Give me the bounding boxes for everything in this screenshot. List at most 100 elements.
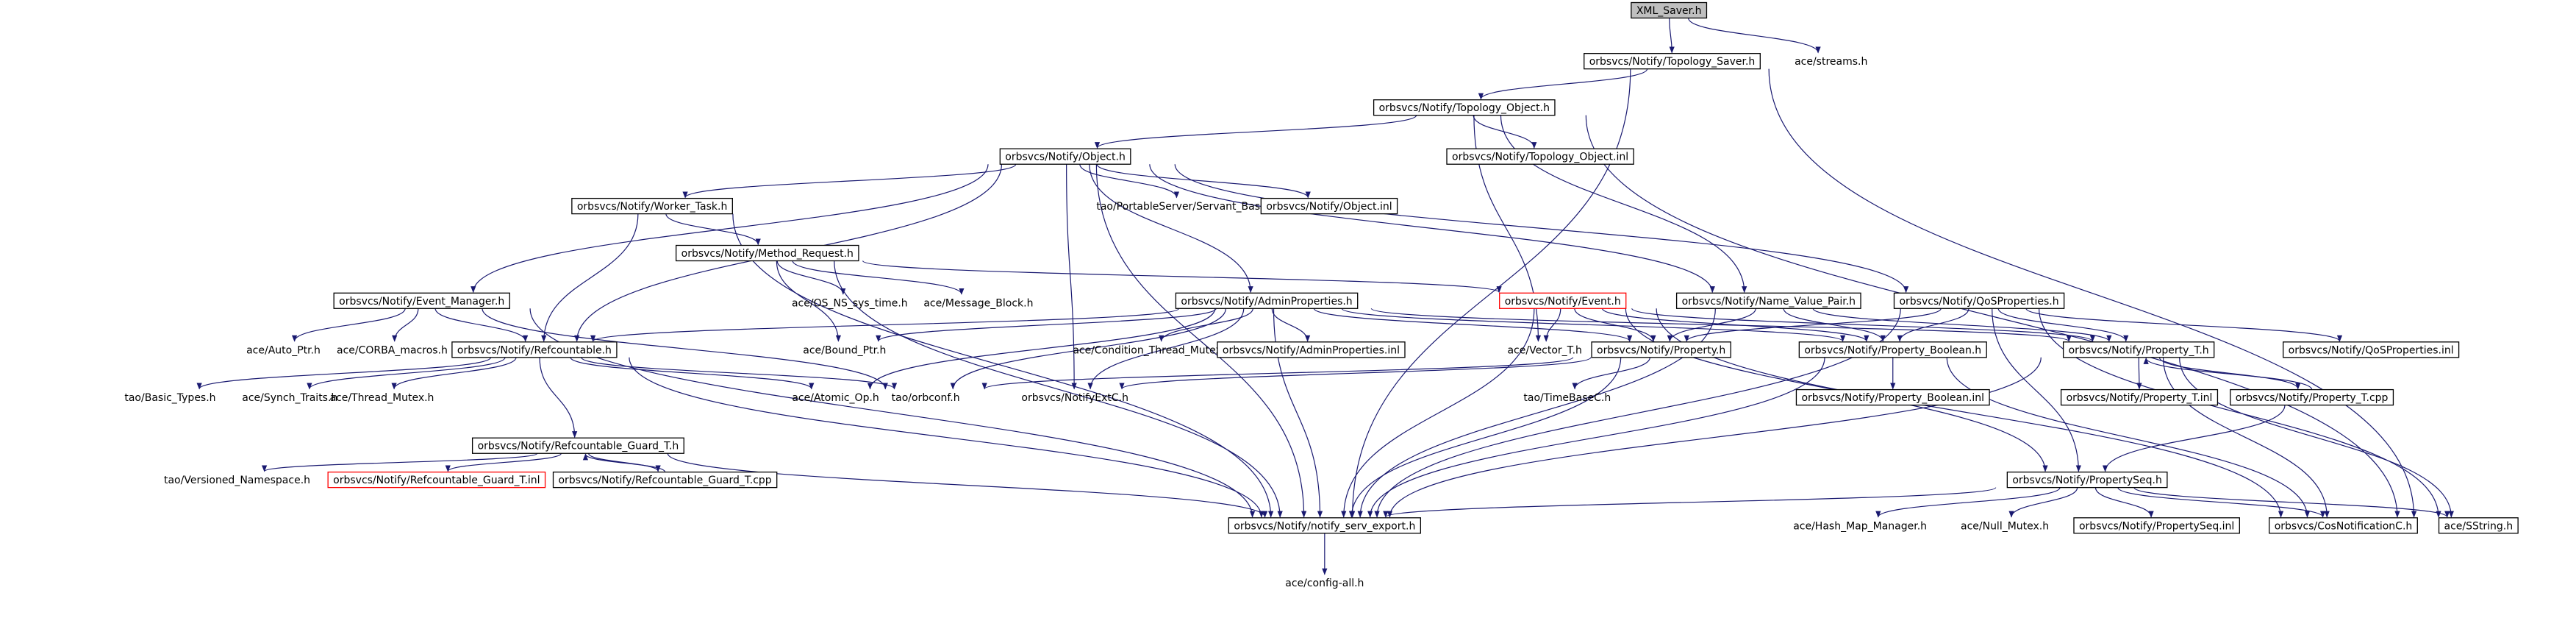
node-object-inl[interactable]: orbsvcs/Notify/Object.inl <box>1260 197 1398 215</box>
edge-event-manager-to-corba-macros <box>392 308 419 342</box>
edge-event-h-to-property-t <box>1631 308 2095 342</box>
edge-property-t-to-sstring <box>2179 357 2454 518</box>
node-topology-saver[interactable]: orbsvcs/Notify/Topology_Saver.h <box>1584 53 1761 70</box>
node-os-ns-sys-time[interactable]: ace/OS_NS_sys_time.h <box>792 297 908 309</box>
node-object-h[interactable]: orbsvcs/Notify/Object.h <box>999 148 1131 165</box>
edge-topology-object-to-object-h <box>1095 115 1417 149</box>
node-servant-base[interactable]: tao/PortableServer/Servant_Base.h <box>1096 201 1276 213</box>
node-refcountable-guard[interactable]: orbsvcs/Notify/Refcountable_Guard_T.h <box>471 437 684 454</box>
node-property-seq-inl[interactable]: orbsvcs/Notify/PropertySeq.inl <box>2073 517 2240 534</box>
node-property-h[interactable]: orbsvcs/Notify/Property.h <box>1591 341 1731 358</box>
node-property-t-cpp[interactable]: orbsvcs/Notify/Property_T.cpp <box>2230 388 2394 406</box>
node-null-mutex[interactable]: ace/Null_Mutex.h <box>1961 520 2049 532</box>
edge-event-manager-to-auto-ptr <box>292 308 406 342</box>
node-config-all[interactable]: ace/config-all.h <box>1285 578 1364 589</box>
edge-property-boolean-to-cos-notification-c <box>1946 357 2311 518</box>
node-notify-serv-export[interactable]: orbsvcs/Notify/notify_serv_export.h <box>1228 517 1421 534</box>
edge-name-value-pair-to-property-boolean <box>1783 308 1886 342</box>
edge-object-h-to-object-inl <box>1096 163 1311 199</box>
node-method-request[interactable]: orbsvcs/Notify/Method_Request.h <box>675 244 859 262</box>
node-label: orbsvcs/Notify/notify_serv_export.h <box>1234 520 1415 532</box>
node-corba-macros[interactable]: ace/CORBA_macros.h <box>337 344 448 356</box>
node-cos-notification-c[interactable]: orbsvcs/CosNotificationC.h <box>2269 517 2418 534</box>
node-box <box>1499 292 1627 309</box>
edge-object-h-to-servant-base <box>1079 164 1180 199</box>
node-qos-properties-inl[interactable]: orbsvcs/Notify/QoSProperties.inl <box>2283 341 2460 358</box>
node-property-seq[interactable]: orbsvcs/Notify/PropertySeq.h <box>2006 471 2168 489</box>
edge-method-request-to-event-h <box>862 260 1502 294</box>
edge-property-t-cpp-to-property-seq <box>2103 405 2286 472</box>
edge-worker-task-to-method-request <box>665 213 761 246</box>
node-thread-mutex[interactable]: ace/Thread_Mutex.h <box>329 392 434 404</box>
node-refcountable[interactable]: orbsvcs/Notify/Refcountable.h <box>451 341 618 358</box>
edge-topology-saver-to-topology-object <box>1478 68 1648 100</box>
node-admin-properties[interactable]: orbsvcs/Notify/AdminProperties.h <box>1175 292 1359 309</box>
node-label: orbsvcs/Notify/PropertySeq.inl <box>2079 520 2234 532</box>
node-box <box>471 437 684 454</box>
node-label: XML_Saver.h <box>1636 5 1702 17</box>
edge-admin-properties-to-bound-ptr <box>876 308 1217 342</box>
edge-qos-properties-to-qos-properties-inl <box>2025 308 2342 342</box>
node-property-boolean[interactable]: orbsvcs/Notify/Property_Boolean.h <box>1798 341 1987 358</box>
node-admin-properties-inl[interactable]: orbsvcs/Notify/AdminProperties.inl <box>1217 341 1406 358</box>
node-topology-object-inl[interactable]: orbsvcs/Notify/Topology_Object.inl <box>1446 148 1634 165</box>
node-label: tao/Basic_Types.h <box>124 392 215 404</box>
node-label: orbsvcs/Notify/Property_T.inl <box>2067 392 2213 404</box>
node-refcountable-guard-cpp[interactable]: orbsvcs/Notify/Refcountable_Guard_T.cpp <box>552 471 778 489</box>
node-label: ace/OS_NS_sys_time.h <box>792 297 908 309</box>
node-auto-ptr[interactable]: ace/Auto_Ptr.h <box>246 344 321 356</box>
node-qos-properties[interactable]: orbsvcs/Notify/QoSProperties.h <box>1893 292 2065 309</box>
node-message-block[interactable]: ace/Message_Block.h <box>923 297 1033 309</box>
node-xml-saver[interactable]: XML_Saver.h <box>1631 1 1708 19</box>
edge-property-seq-to-hash-map-manager <box>1875 487 2061 518</box>
edge-admin-properties-to-property-h <box>1313 308 1633 342</box>
node-vector-t[interactable]: ace/Vector_T.h <box>1507 344 1581 356</box>
node-label: orbsvcs/Notify/Method_Request.h <box>681 248 854 260</box>
node-label: orbsvcs/Notify/Property_T.cpp <box>2236 392 2389 404</box>
node-event-manager[interactable]: orbsvcs/Notify/Event_Manager.h <box>333 292 510 309</box>
node-property-boolean-inl[interactable]: orbsvcs/Notify/Property_Boolean.inl <box>1795 388 1990 406</box>
node-label: ace/Condition_Thread_Mutex.h <box>1073 344 1231 356</box>
node-hash-map-manager[interactable]: ace/Hash_Map_Manager.h <box>1793 520 1927 532</box>
edge-refcountable-guard-to-refcountable-guard-inl <box>445 452 562 472</box>
node-property-t[interactable]: orbsvcs/Notify/Property_T.h <box>2062 341 2215 358</box>
edge-qos-properties-to-property-boolean <box>1897 308 1969 342</box>
edge-refcountable-guard-to-versioned-namespace <box>262 452 538 472</box>
node-worker-task[interactable]: orbsvcs/Notify/Worker_Task.h <box>571 197 733 215</box>
node-atomic-op[interactable]: ace/Atomic_Op.h <box>792 392 879 404</box>
node-box <box>333 292 510 309</box>
edge-event-h-to-property-boolean <box>1602 308 1870 342</box>
edge-admin-properties-to-property-t <box>1370 308 2072 342</box>
node-label: ace/config-all.h <box>1285 578 1364 589</box>
node-label: ace/Bound_Ptr.h <box>803 344 886 356</box>
node-orbconf[interactable]: tao/orbconf.h <box>892 392 960 404</box>
node-label: orbsvcs/Notify/QoSProperties.h <box>1899 296 2058 308</box>
node-label: ace/Hash_Map_Manager.h <box>1793 520 1927 532</box>
node-event-h[interactable]: orbsvcs/Notify/Event.h <box>1499 292 1627 309</box>
node-box <box>2269 517 2418 534</box>
node-label: tao/TimeBaseC.h <box>1523 392 1611 404</box>
edge-method-request-to-notify-serv-export <box>834 260 1283 518</box>
node-time-base-c[interactable]: tao/TimeBaseC.h <box>1523 392 1611 404</box>
node-refcountable-guard-inl[interactable]: orbsvcs/Notify/Refcountable_Guard_T.inl <box>327 471 546 489</box>
edge-property-seq-to-null-mutex <box>2008 487 2078 518</box>
edge-property-h-to-time-base-c <box>1572 357 1650 390</box>
node-topology-object[interactable]: orbsvcs/Notify/Topology_Object.h <box>1373 99 1556 116</box>
node-sstring[interactable]: ace/SString.h <box>2438 517 2519 534</box>
node-notify-ext-c[interactable]: orbsvcs/NotifyExtC.h <box>1021 392 1128 404</box>
node-label: ace/Vector_T.h <box>1507 344 1581 356</box>
node-ace-streams[interactable]: ace/streams.h <box>1795 56 1867 68</box>
node-box <box>1675 292 1861 309</box>
node-property-t-inl[interactable]: orbsvcs/Notify/Property_T.inl <box>2060 388 2219 406</box>
node-versioned-namespace[interactable]: tao/Versioned_Namespace.h <box>164 475 310 486</box>
node-name-value-pair[interactable]: orbsvcs/Notify/Name_Value_Pair.h <box>1675 292 1861 309</box>
node-basic-types[interactable]: tao/Basic_Types.h <box>124 392 215 404</box>
edge-name-value-pair-to-notify-serv-export <box>1357 308 1716 518</box>
node-synch-traits[interactable]: ace/Synch_Traits.h <box>242 392 337 404</box>
node-condition-thread-mutex[interactable]: ace/Condition_Thread_Mutex.h <box>1073 344 1231 356</box>
edge-topology-object-to-name-value-pair <box>1500 115 1747 294</box>
node-box <box>2438 517 2519 534</box>
edge-admin-properties-to-notify-serv-export <box>1273 308 1323 518</box>
node-bound-ptr[interactable]: ace/Bound_Ptr.h <box>803 344 886 356</box>
edge-refcountable-guard-cpp-to-refcountable-guard <box>582 453 666 473</box>
